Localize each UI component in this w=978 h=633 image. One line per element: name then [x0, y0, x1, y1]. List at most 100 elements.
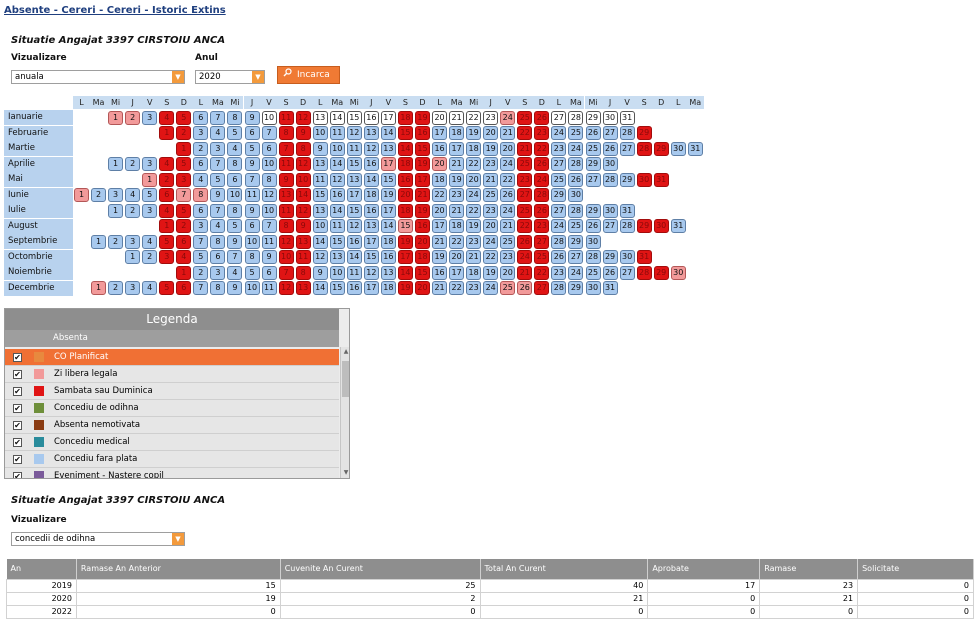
- calendar-day[interactable]: 17: [346, 188, 362, 202]
- calendar-day[interactable]: 14: [329, 203, 345, 218]
- checkbox-icon[interactable]: ✔: [13, 455, 22, 464]
- calendar-day[interactable]: 30: [602, 157, 618, 171]
- calendar-day[interactable]: 18: [432, 172, 448, 187]
- calendar-day[interactable]: 14: [312, 234, 328, 249]
- calendar-day[interactable]: 29: [568, 234, 584, 249]
- calendar-day[interactable]: 9: [227, 234, 243, 249]
- calendar-day[interactable]: 7: [193, 281, 209, 295]
- calendar-day[interactable]: 24: [551, 219, 567, 233]
- calendar-day[interactable]: 6: [244, 219, 260, 233]
- table-header[interactable]: Aprobate: [647, 559, 761, 579]
- calendar-day[interactable]: 28: [602, 172, 618, 187]
- calendar-day[interactable]: 28: [534, 188, 550, 202]
- calendar-day[interactable]: 23: [500, 250, 516, 264]
- calendar-day[interactable]: 23: [483, 110, 499, 125]
- legend-item[interactable]: ✔Concediu de odihna: [5, 400, 339, 417]
- calendar-day[interactable]: 11: [346, 265, 362, 280]
- calendar-day[interactable]: 3: [193, 219, 209, 233]
- calendar-day[interactable]: 2: [193, 141, 209, 156]
- calendar-day[interactable]: 25: [483, 188, 499, 202]
- calendar-day[interactable]: 18: [397, 157, 413, 171]
- calendar-day[interactable]: 27: [551, 203, 567, 218]
- calendar-day[interactable]: 17: [415, 172, 430, 187]
- chevron-down-icon[interactable]: ▼: [172, 533, 184, 545]
- calendar-day[interactable]: 19: [380, 188, 396, 202]
- calendar-day[interactable]: 7: [278, 141, 294, 156]
- calendar-day[interactable]: 22: [466, 157, 482, 171]
- calendar-day[interactable]: 25: [500, 281, 516, 295]
- calendar-day[interactable]: 21: [517, 141, 533, 156]
- calendar-day[interactable]: 30: [585, 234, 601, 249]
- calendar-day[interactable]: 6: [227, 172, 243, 187]
- calendar-day[interactable]: 10: [244, 234, 260, 249]
- calendar-day[interactable]: 21: [500, 219, 516, 233]
- calendar-day[interactable]: 21: [483, 172, 499, 187]
- calendar-day[interactable]: 21: [415, 188, 430, 202]
- calendar-day[interactable]: 13: [295, 234, 311, 249]
- calendar-day[interactable]: 31: [636, 250, 652, 264]
- legend-item[interactable]: ✔CO Planificat: [5, 349, 339, 366]
- calendar-day[interactable]: 5: [159, 281, 175, 295]
- calendar-day[interactable]: 10: [244, 281, 260, 295]
- calendar-day[interactable]: 6: [244, 126, 260, 140]
- calendar-day[interactable]: 24: [568, 265, 584, 280]
- calendar-day[interactable]: 12: [261, 188, 277, 202]
- calendar-day[interactable]: 11: [261, 281, 277, 295]
- calendar-day[interactable]: 7: [176, 188, 192, 202]
- calendar-day[interactable]: 13: [312, 110, 328, 125]
- calendar-day[interactable]: 8: [227, 203, 243, 218]
- breadcrumb[interactable]: Absente - Cereri - Cereri - Istoric Exti…: [4, 5, 226, 16]
- calendar-day[interactable]: 19: [466, 126, 482, 140]
- calendar-day[interactable]: 24: [551, 126, 567, 140]
- calendar-day[interactable]: 6: [176, 281, 192, 295]
- calendar-day[interactable]: 17: [380, 203, 396, 218]
- calendar-day[interactable]: 6: [261, 265, 277, 280]
- calendar-day[interactable]: 20: [483, 126, 499, 140]
- calendar-day[interactable]: 18: [449, 126, 465, 140]
- calendar-day[interactable]: 19: [466, 219, 482, 233]
- calendar-day[interactable]: 30: [602, 110, 618, 125]
- calendar-day[interactable]: 10: [278, 250, 294, 264]
- checkbox-icon[interactable]: ✔: [13, 472, 22, 479]
- calendar-day[interactable]: 15: [329, 281, 345, 295]
- calendar-day[interactable]: 30: [568, 188, 584, 202]
- legend-item[interactable]: ✔Absenta nemotivata: [5, 417, 339, 434]
- leave-view-select[interactable]: concedii de odihna ▼: [11, 532, 185, 546]
- calendar-day[interactable]: 23: [449, 188, 465, 202]
- calendar-day[interactable]: 4: [210, 126, 226, 140]
- calendar-day[interactable]: 9: [312, 141, 328, 156]
- calendar-day[interactable]: 11: [329, 126, 345, 140]
- calendar-day[interactable]: 22: [466, 203, 482, 218]
- calendar-day[interactable]: 24: [500, 157, 516, 171]
- calendar-day[interactable]: 6: [193, 110, 209, 125]
- calendar-day[interactable]: 27: [602, 126, 618, 140]
- calendar-day[interactable]: 25: [568, 126, 584, 140]
- calendar-day[interactable]: 30: [670, 141, 686, 156]
- calendar-day[interactable]: 8: [210, 281, 226, 295]
- calendar-day[interactable]: 13: [312, 157, 328, 171]
- calendar-day[interactable]: 26: [500, 188, 516, 202]
- calendar-day[interactable]: 1: [91, 281, 107, 295]
- calendar-day[interactable]: 2: [125, 157, 141, 171]
- calendar-day[interactable]: 12: [363, 141, 379, 156]
- calendar-day[interactable]: 12: [312, 250, 328, 264]
- calendar-day[interactable]: 1: [108, 110, 124, 125]
- checkbox-icon[interactable]: ✔: [13, 387, 22, 396]
- calendar-day[interactable]: 7: [227, 250, 243, 264]
- checkbox-icon[interactable]: ✔: [13, 404, 22, 413]
- calendar-day[interactable]: 2: [108, 234, 124, 249]
- calendar-day[interactable]: 15: [380, 172, 396, 187]
- calendar-day[interactable]: 21: [517, 265, 533, 280]
- calendar-day[interactable]: 2: [142, 250, 158, 264]
- calendar-day[interactable]: 1: [159, 126, 175, 140]
- calendar-day[interactable]: 8: [193, 188, 209, 202]
- calendar-day[interactable]: 27: [619, 265, 635, 280]
- calendar-day[interactable]: 1: [108, 203, 124, 218]
- calendar-day[interactable]: 1: [108, 157, 124, 171]
- calendar-day[interactable]: 29: [585, 157, 601, 171]
- calendar-day[interactable]: 15: [346, 203, 362, 218]
- legend-item[interactable]: ✔Concediu medical: [5, 434, 339, 451]
- calendar-day[interactable]: 22: [517, 126, 533, 140]
- calendar-day[interactable]: 19: [483, 265, 499, 280]
- calendar-day[interactable]: 23: [483, 157, 499, 171]
